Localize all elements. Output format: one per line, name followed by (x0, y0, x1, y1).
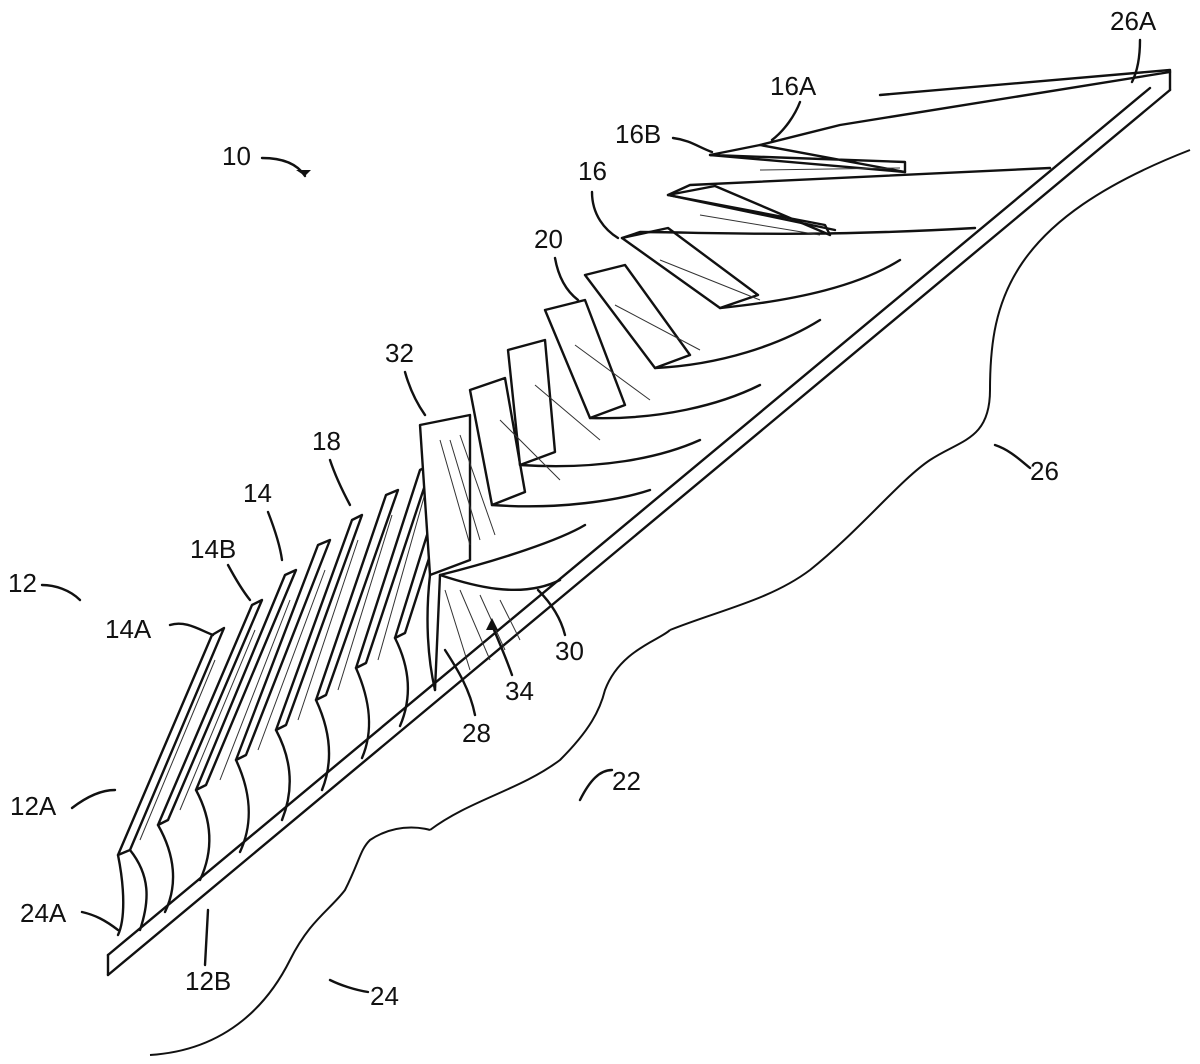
base-plate (106, 68, 1172, 977)
label-16B: 16B (615, 119, 661, 149)
label-30: 30 (555, 636, 584, 666)
span-braces (149, 149, 1191, 1056)
label-24: 24 (370, 981, 399, 1011)
label-18: 18 (312, 426, 341, 456)
label-26: 26 (1030, 456, 1059, 486)
label-22: 22 (612, 766, 641, 796)
transition-block (418, 413, 587, 692)
label-12A: 12A (10, 791, 57, 821)
label-14A: 14A (105, 614, 152, 644)
label-24A: 24A (20, 898, 67, 928)
label-26A: 26A (1110, 6, 1157, 36)
label-12B: 12B (185, 966, 231, 996)
label-32: 32 (385, 338, 414, 368)
label-34: 34 (505, 676, 534, 706)
label-14: 14 (243, 478, 272, 508)
fin-array-16 (468, 70, 1172, 508)
fin-array-14 (116, 438, 469, 937)
label-14B: 14B (190, 534, 236, 564)
label-28: 28 (462, 718, 491, 748)
label-20: 20 (534, 224, 563, 254)
label-12: 12 (8, 568, 37, 598)
label-10: 10 (222, 141, 251, 171)
labels: 10 12 12A 12B 14 14A 14B 16 16A 16B 18 2… (8, 6, 1157, 1011)
label-16: 16 (578, 156, 607, 186)
label-16A: 16A (770, 71, 817, 101)
